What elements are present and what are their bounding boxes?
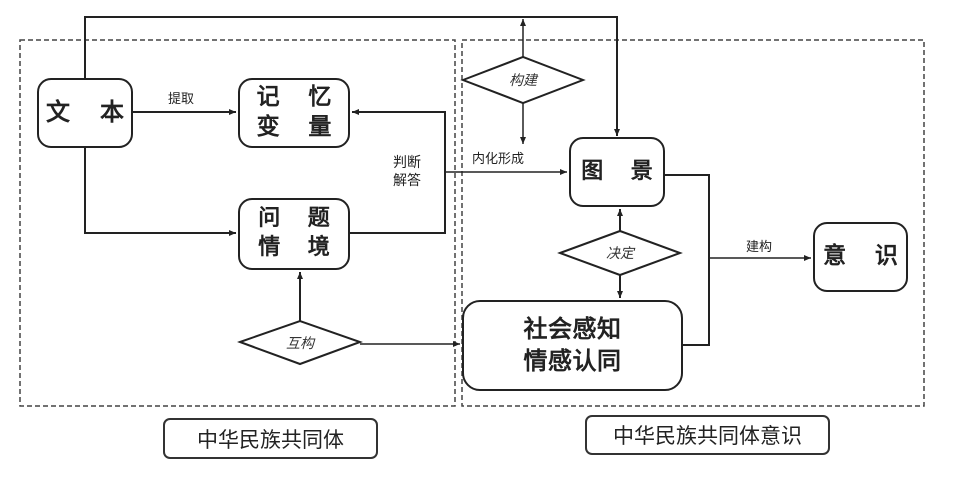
edge-label-build: 建构	[746, 240, 773, 255]
group-caption-consciousness: 中华民族共同体意识	[585, 415, 830, 455]
diamond-construct	[460, 55, 586, 105]
node-text-label: 文 本	[46, 98, 135, 127]
node-consciousness-label: 意 识	[823, 243, 909, 270]
edge-text-to-scene	[84, 16, 620, 136]
group-caption-consciousness-label: 中华民族共同体意识	[613, 424, 802, 448]
edge-label-judge-answer: 判断 解答	[393, 155, 421, 189]
edge-label-extract: 提取	[168, 92, 195, 107]
diamond-construct-label: 构建	[509, 73, 537, 89]
node-problem-context: 问 题 情 境	[238, 198, 350, 270]
node-text: 文 本	[37, 78, 133, 148]
node-social-perception: 社会感知 情感认同	[462, 300, 683, 391]
node-social-perception-label: 社会感知 情感认同	[523, 315, 622, 375]
group-box-community	[19, 39, 456, 407]
diamond-mutual-construct-label: 互构	[286, 336, 314, 352]
group-box-consciousness	[461, 39, 925, 407]
diamond-decide	[557, 229, 683, 277]
node-consciousness: 意 识	[813, 222, 908, 292]
node-scene: 图 景	[569, 137, 665, 207]
group-caption-community: 中华民族共同体	[163, 418, 378, 459]
group-caption-community-label: 中华民族共同体	[197, 427, 344, 452]
diamond-decide-label: 决定	[606, 246, 634, 262]
node-memory-variable: 记 忆 变 量	[238, 78, 350, 148]
node-scene-label: 图 景	[581, 158, 663, 184]
edge-scene-join	[665, 174, 710, 346]
edge-label-internalize: 内化形成	[472, 152, 525, 167]
node-problem-context-label: 问 题 情 境	[258, 206, 340, 260]
node-memory-variable-label: 记 忆 变 量	[256, 84, 342, 140]
edge-text-to-problem	[84, 148, 236, 236]
diamond-mutual-construct	[237, 319, 363, 366]
